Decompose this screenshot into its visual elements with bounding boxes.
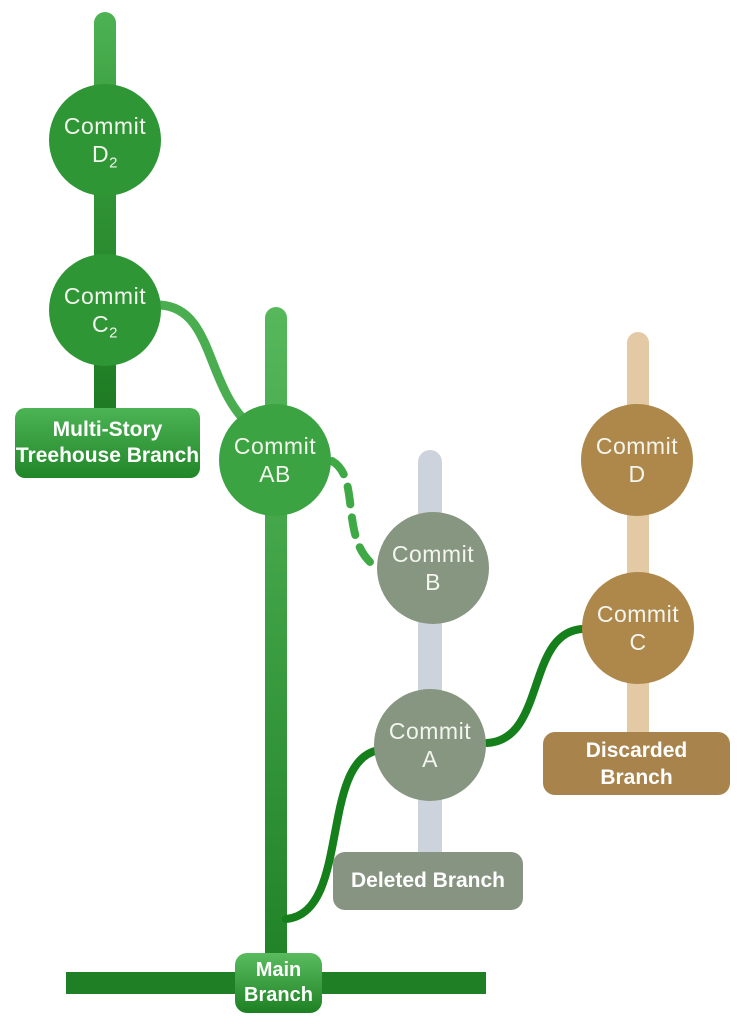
commit-word: Commit: [391, 541, 475, 567]
commit-id: D2: [92, 141, 118, 172]
commit-node-b: Commit B: [377, 512, 489, 624]
label-line: Multi-Story: [52, 418, 163, 441]
commit-node-c2: Commit C2: [49, 254, 161, 366]
label-line: Branch: [244, 984, 313, 1006]
connector-main-trunk-to-commit-a: [282, 747, 379, 923]
label-line: Deleted Branch: [350, 869, 506, 892]
commit-node-a: Commit A: [374, 689, 486, 801]
commit-id: AB: [259, 461, 291, 487]
label-line: Discarded: [585, 738, 688, 762]
connector-commit-c2-to-commit-ab: [155, 300, 258, 433]
dashed-connector-commit-ab-to-commit-b: [328, 457, 380, 571]
branch-label-main: Main Branch: [235, 953, 322, 1013]
commit-id: A: [422, 746, 438, 772]
commit-word: Commit: [388, 718, 472, 744]
commit-id: D: [628, 461, 646, 487]
commit-node-d: Commit D: [581, 404, 693, 516]
branch-label-deleted: Deleted Branch: [333, 852, 523, 910]
commit-id: B: [425, 569, 441, 595]
commit-id: C2: [92, 311, 118, 342]
label-line: Main: [255, 959, 302, 981]
commit-node-ab: Commit AB: [219, 404, 331, 516]
branch-label-multi-story-treehouse: Multi-Story Treehouse Branch: [15, 408, 200, 478]
commit-id: C: [629, 629, 647, 655]
commit-word: Commit: [596, 601, 680, 627]
commit-word: Commit: [63, 113, 147, 139]
label-line: Treehouse Branch: [15, 444, 200, 467]
commit-node-d2: Commit D2: [49, 84, 161, 196]
commit-word: Commit: [595, 433, 679, 459]
label-line: Branch: [600, 765, 673, 789]
connector-commit-a-to-commit-c: [483, 625, 586, 747]
branch-label-discarded: Discarded Branch: [543, 732, 730, 795]
commit-word: Commit: [233, 433, 317, 459]
commit-word: Commit: [63, 283, 147, 309]
commit-node-c: Commit C: [582, 572, 694, 684]
